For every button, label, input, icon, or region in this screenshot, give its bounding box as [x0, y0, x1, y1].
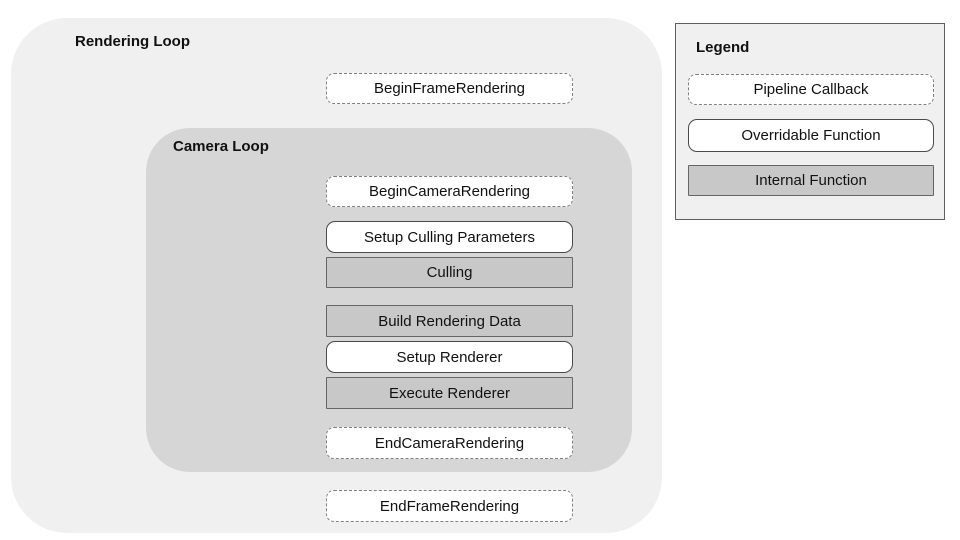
node-begin-frame-rendering: BeginFrameRendering [326, 73, 573, 104]
node-setup-renderer: Setup Renderer [326, 341, 573, 373]
node-label: BeginFrameRendering [374, 80, 525, 97]
legend: Legend Pipeline Callback Overridable Fun… [675, 23, 945, 220]
legend-item-overridable-function: Overridable Function [688, 119, 934, 152]
node-build-rendering-data: Build Rendering Data [326, 305, 573, 337]
legend-item-label: Overridable Function [741, 127, 881, 144]
node-label: Execute Renderer [389, 384, 510, 402]
legend-item-internal-function: Internal Function [688, 165, 934, 196]
node-label: BeginCameraRendering [369, 183, 530, 200]
rendering-loop-label: Rendering Loop [75, 33, 190, 50]
legend-item-pipeline-callback: Pipeline Callback [688, 74, 934, 105]
node-begin-camera-rendering: BeginCameraRendering [326, 176, 573, 207]
node-execute-renderer: Execute Renderer [326, 377, 573, 409]
node-end-camera-rendering: EndCameraRendering [326, 427, 573, 459]
node-setup-culling-parameters: Setup Culling Parameters [326, 221, 573, 253]
node-label: Culling [426, 264, 473, 281]
node-label: Setup Culling Parameters [364, 228, 535, 246]
node-culling: Culling [326, 257, 573, 288]
node-label: Setup Renderer [396, 348, 503, 366]
node-end-frame-rendering: EndFrameRendering [326, 490, 573, 522]
legend-item-label: Internal Function [755, 172, 867, 189]
node-label: EndFrameRendering [379, 497, 520, 515]
node-label: Build Rendering Data [378, 312, 521, 330]
legend-item-label: Pipeline Callback [753, 81, 869, 98]
node-label: EndCameraRendering [374, 434, 525, 452]
legend-title: Legend [696, 39, 750, 56]
camera-loop-label: Camera Loop [173, 138, 269, 155]
